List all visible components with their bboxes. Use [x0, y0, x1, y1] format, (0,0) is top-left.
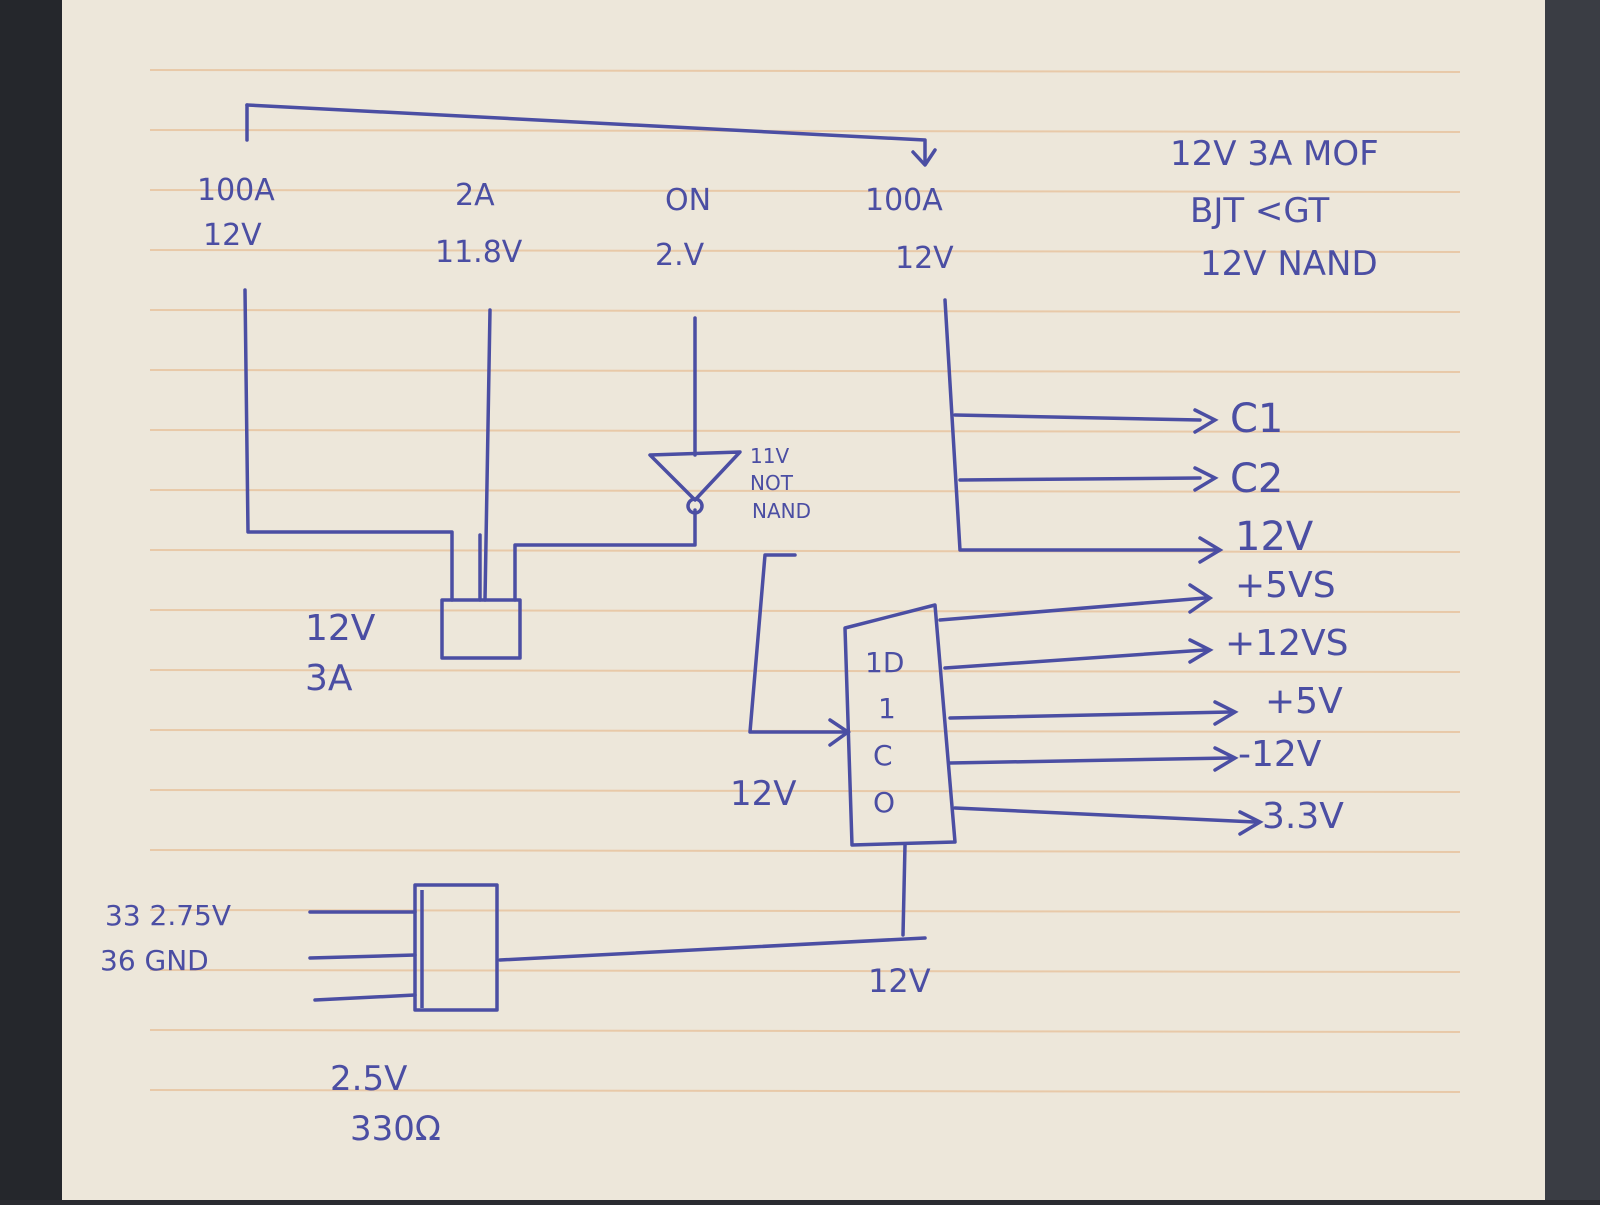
wire-3v3 [953, 806, 1257, 824]
wire-pin3 [313, 993, 417, 1002]
note-line-1: 12V 3A MOF [1170, 134, 1379, 174]
regulator-label-voltage: 12V [305, 608, 376, 649]
resistor-label: 2.5V 330Ω [330, 1059, 441, 1149]
left-pin-2: 36 GND [100, 944, 209, 977]
wire-c2 [958, 476, 1202, 482]
notebook-page [60, 0, 1550, 1200]
resistor-value: 330Ω [350, 1109, 441, 1149]
col3-label-bottom: 2.V [655, 238, 705, 273]
top-arrowhead [911, 148, 937, 167]
wire-regulator [498, 936, 927, 962]
output-5v: +5V [1265, 681, 1343, 722]
output-12vs: +12VS [1225, 623, 1348, 664]
wire-col3-bottom [513, 508, 697, 602]
wire-5vs [938, 596, 1207, 622]
left-pin-1: 33 2.75V [105, 899, 231, 932]
gate-note: 11V NOT NAND [750, 444, 811, 523]
component-notes: 12V 3A MOF BJT <GT 12V NAND [1170, 134, 1379, 284]
left-pins: 33 2.75V 36 GND [100, 899, 231, 977]
regulator-label-current: 3A [305, 658, 353, 699]
chip-pin-4: O [873, 786, 895, 819]
note-line-3: 12V NAND [1200, 244, 1378, 284]
resistor-voltage: 2.5V [330, 1059, 407, 1099]
col1-label-bottom: 12V [203, 218, 262, 253]
regulator-label: 12V 3A [305, 608, 376, 699]
not-gate-triangle [648, 450, 742, 502]
col4-label-top: 100A [865, 183, 943, 218]
output-12v: 12V [1235, 514, 1314, 560]
top-feedback-wire [245, 103, 927, 164]
gate-note-3: NAND [752, 499, 811, 523]
wire-col2 [483, 308, 492, 602]
chip-pin-2: 1 [878, 692, 896, 725]
gate-note-1: 11V [750, 444, 789, 468]
wire-col4 [943, 298, 1217, 552]
col2-label-top: 2A [455, 178, 495, 213]
wire-col1 [243, 288, 454, 602]
output-3v3: 3.3V [1262, 796, 1344, 837]
wires [243, 103, 1257, 1002]
not-gate-bubble [686, 497, 704, 515]
wire-chip-down [901, 843, 907, 937]
chip-outline [843, 603, 957, 847]
gate-note-2: NOT [750, 471, 794, 495]
regulator-output-label: 12V [868, 962, 931, 1000]
wire-5v [948, 710, 1232, 720]
wire-c1 [953, 413, 1202, 422]
output-c2: C2 [1230, 456, 1283, 502]
regulator-box-12v-3a [440, 598, 522, 660]
ruled-lines [149, 69, 1461, 1093]
wire-12vs [943, 648, 1207, 670]
desk-left [0, 0, 62, 1200]
col3-label-top: ON [665, 183, 711, 218]
outputs-upper: C1 C2 12V [1230, 396, 1314, 560]
components [413, 450, 957, 1012]
note-line-2: BJT <GT [1190, 191, 1330, 231]
chip-pin-3: C [873, 739, 893, 772]
regulator-box-left [413, 883, 499, 1012]
col1-label-top: 100A [197, 173, 275, 208]
col4-label-bottom: 12V [895, 241, 954, 276]
chip-input-label: 12V [730, 774, 797, 814]
chip-pin-1: 1D [865, 646, 904, 679]
wire-m12v [948, 756, 1232, 765]
output-m12v: -12V [1238, 734, 1322, 775]
top-labels: 100A 12V 2A 11.8V ON 2.V 100A 12V [197, 173, 954, 276]
page-edge [1545, 0, 1600, 1200]
wire-chip-input [748, 553, 847, 734]
chip-pins: 1D 1 C O [865, 646, 904, 819]
col2-label-bottom: 11.8V [435, 235, 523, 270]
arrowheads [828, 408, 1264, 836]
wire-pin2 [308, 953, 417, 960]
output-c1: C1 [1230, 396, 1283, 442]
output-5vs: +5VS [1235, 565, 1336, 606]
outputs-lower: +5VS +12VS +5V -12V 3.3V [1225, 565, 1348, 837]
